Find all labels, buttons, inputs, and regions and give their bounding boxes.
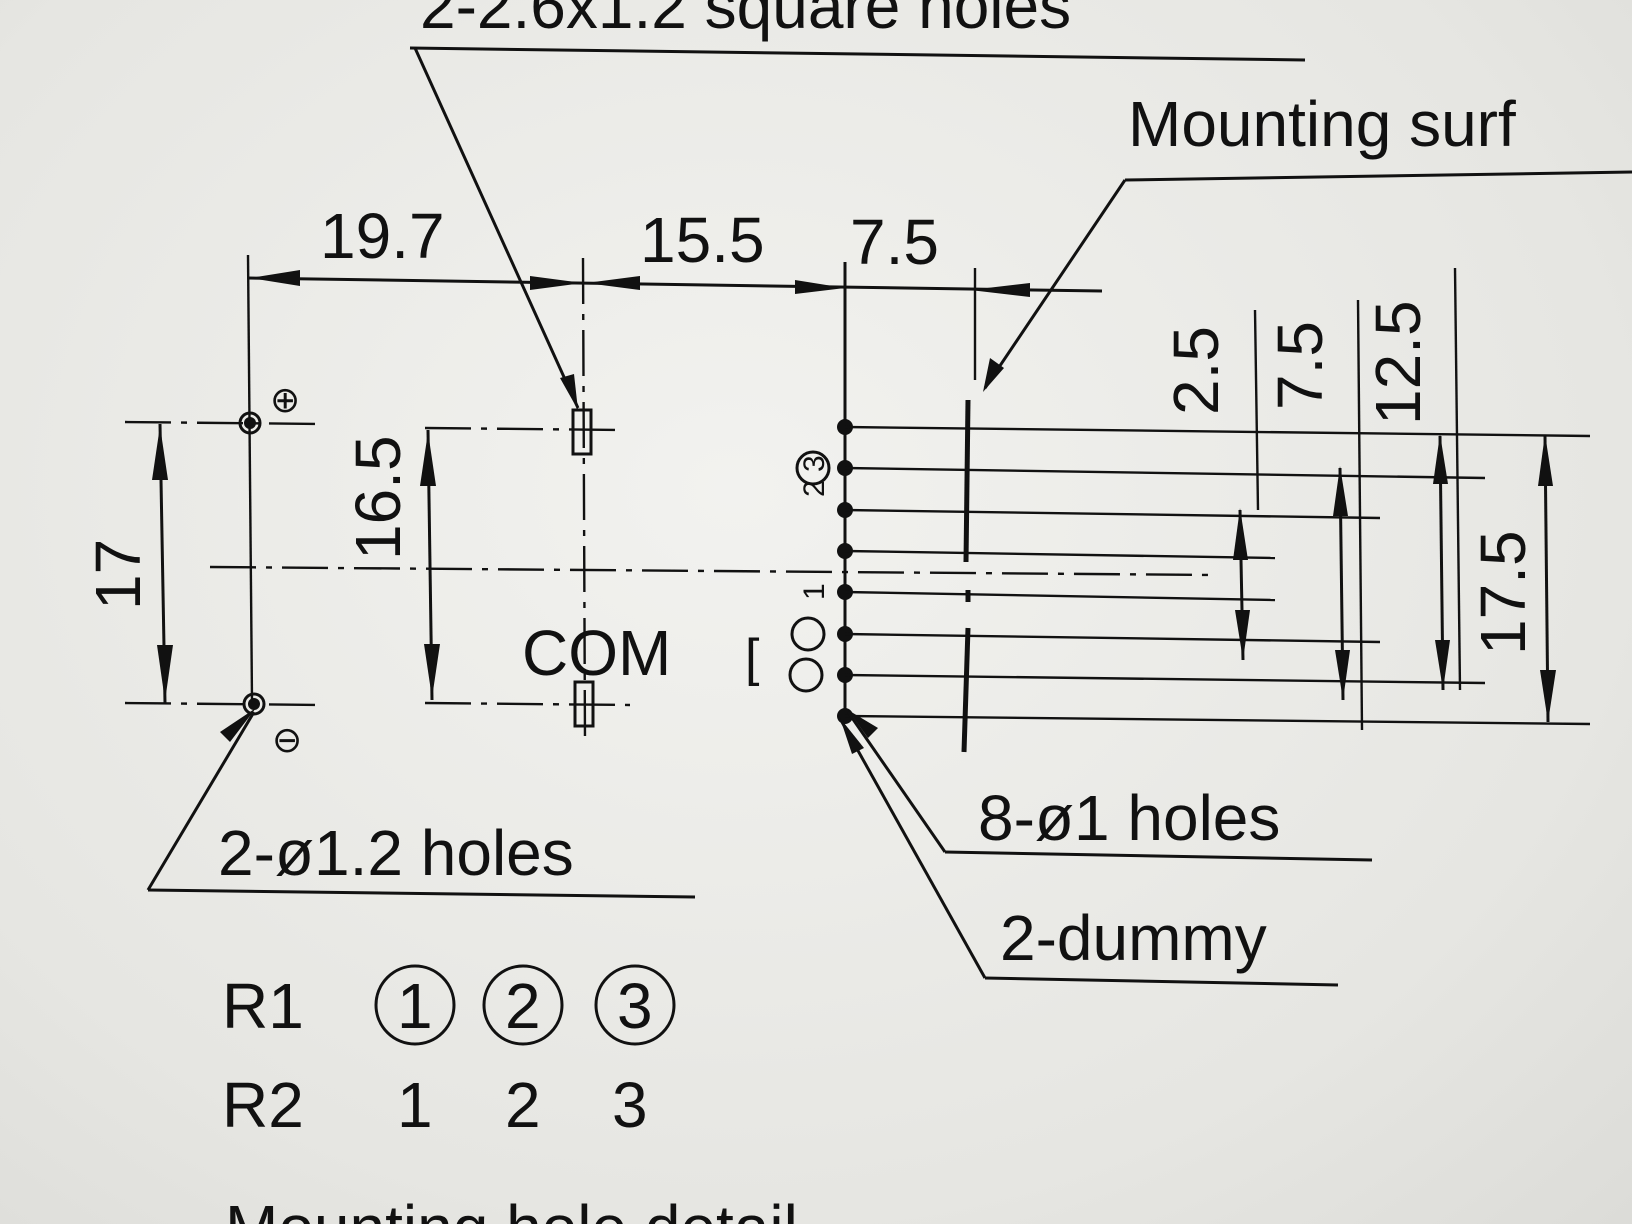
dummy-underline	[984, 976, 1339, 987]
pin-ext-line	[844, 508, 1381, 520]
mounting-surface-label: Mounting surf	[1128, 88, 1516, 160]
dummy-label: 2-dummy	[1000, 902, 1267, 974]
com-label: COM	[522, 617, 671, 689]
table-row-label-r1: R1	[222, 970, 304, 1042]
pin-ext-line	[844, 590, 1276, 602]
pin-ext-line	[844, 466, 1486, 480]
holes-1-underline	[944, 850, 1373, 862]
mounting-surface-line-lower	[961, 627, 971, 753]
hole-plus-center	[244, 417, 256, 429]
table-cell-r1-3: 3	[617, 970, 653, 1042]
circled-terminal-2-outline	[788, 657, 824, 693]
plus-terminal-mark: ⊕	[270, 379, 300, 420]
dim-16-5: 16.5	[342, 435, 414, 560]
dim-2-5: 2.5	[1160, 326, 1232, 415]
dummy-leader	[840, 721, 987, 979]
table-cell-r1-2: 2	[505, 970, 541, 1042]
ext-line-square-holes	[581, 257, 587, 746]
square-holes-leader-line	[413, 47, 580, 409]
mounting-surface-underline	[1124, 170, 1632, 182]
dim-arrow-19-7-right	[530, 276, 583, 290]
dim-arrow-7-5-left	[970, 283, 1030, 297]
holes-1-2-underline	[147, 888, 696, 899]
pin-ext-line	[844, 549, 1276, 560]
com-bracket: [	[745, 629, 760, 687]
mounting-surface-line-upper	[963, 399, 971, 563]
dim-12-5-ext	[1453, 267, 1462, 691]
circled-terminal-3-outline	[795, 450, 831, 486]
holes-1-arrow	[848, 710, 878, 738]
square-hole-top	[571, 408, 593, 456]
dim-16-5-arrow-bottom	[424, 644, 440, 698]
dim-7-5-right-arrow-top	[1333, 466, 1348, 516]
dim-arrow-19-7-left	[250, 270, 300, 286]
pin-ext-line	[844, 714, 1591, 726]
table-row-label-r2: R2	[222, 1069, 304, 1141]
ext-line-square-bottom	[424, 701, 631, 707]
dim-17: 17	[82, 539, 154, 610]
dim-17-5: 17.5	[1467, 530, 1539, 655]
dim-2-5-ext	[1253, 309, 1260, 511]
dim-7-5-right-ext	[1356, 299, 1364, 731]
dim-12-5: 12.5	[1362, 300, 1434, 425]
square-holes-leader-underline	[409, 46, 1306, 62]
mounting-surface-arrow	[983, 358, 1004, 392]
terminal-number-1: 1	[798, 583, 831, 600]
minus-terminal-mark: ⊖	[272, 719, 302, 760]
detail-title: Mounting hole detail	[225, 1192, 798, 1224]
holes-1-2-label: 2-ø1.2 holes	[218, 817, 574, 889]
dim-15-5: 15.5	[640, 204, 765, 276]
mounting-surface-leader	[983, 179, 1127, 389]
ext-line-square-top	[424, 426, 621, 432]
ext-line-left-holes	[246, 254, 254, 701]
dim-17-5-arrow-top	[1538, 434, 1553, 486]
dim-arrow-15-5-right	[795, 280, 845, 294]
table-circle-r1-2	[482, 964, 564, 1046]
pin-ext-line	[844, 632, 1381, 644]
holes-1-leader	[846, 711, 947, 853]
pin-ext-line	[844, 673, 1486, 685]
hole-minus-center	[248, 698, 260, 710]
dim-7-5-top: 7.5	[850, 206, 939, 278]
pin-ext-line	[844, 425, 1591, 438]
dim-12-5-arrow-top	[1433, 434, 1448, 484]
square-hole-bottom	[573, 680, 595, 728]
dummy-arrow	[840, 718, 864, 754]
terminal-number-3-upper: 2 3	[798, 455, 831, 497]
horizontal-center-line	[209, 565, 1216, 577]
dim-7-5-right: 7.5	[1264, 321, 1336, 410]
square-holes-label: 2-2.6x1.2 square holes	[420, 0, 1071, 42]
top-dimension-line	[247, 276, 1103, 293]
square-holes-leader-arrow	[560, 374, 578, 410]
table-circle-r1-1	[374, 964, 456, 1046]
table-circle-r1-3	[594, 964, 676, 1046]
ext-line-bottom-hole	[124, 701, 321, 707]
dim-2-5-arrow-top	[1233, 508, 1248, 560]
dim-17-arrow-bottom	[157, 645, 173, 701]
table-cell-r1-1: 1	[397, 970, 433, 1042]
dim-19-7: 19.7	[320, 200, 445, 272]
ext-line-top-hole	[124, 420, 321, 426]
table-cell-r2-2: 2	[505, 1069, 541, 1141]
table-cell-r2-3: 3	[612, 1069, 648, 1141]
table-cell-r2-1: 1	[397, 1069, 433, 1141]
dim-12-5-arrow-bottom	[1435, 640, 1450, 690]
dim-16-5-arrow-top	[420, 432, 436, 486]
dim-7-5-right-arrow-bottom	[1335, 650, 1350, 700]
holes-1-label: 8-ø1 holes	[978, 782, 1280, 854]
hole-plus	[238, 411, 262, 435]
holes-1-2-arrow	[220, 708, 256, 742]
circled-terminal-1-outline	[790, 616, 826, 652]
dim-17-5-arrow-bottom	[1540, 670, 1556, 722]
terminal-table: R1 1 2 3 R2 1 2 3	[222, 964, 676, 1141]
holes-1-2-leader	[146, 711, 256, 891]
dim-2-5-arrow-bottom	[1235, 610, 1250, 660]
dim-arrow-15-5-left	[586, 276, 640, 290]
dim-17-arrow-top	[152, 426, 168, 480]
